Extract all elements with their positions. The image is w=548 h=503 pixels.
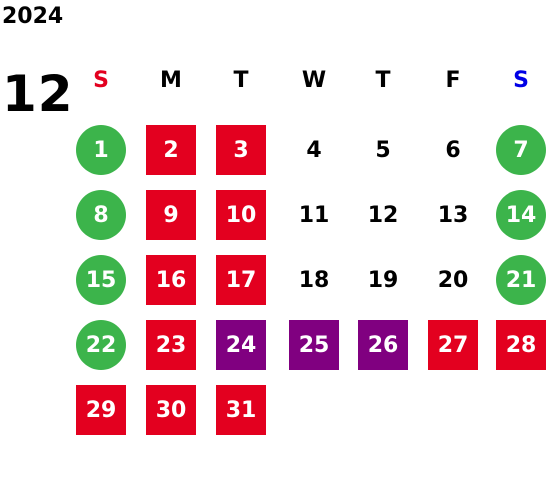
day-cell: 7 [496, 125, 546, 175]
weekday-header: T [233, 68, 249, 93]
day-cell: 12 [367, 202, 399, 228]
weekday-header: F [445, 68, 461, 93]
month-label: 12 [2, 65, 74, 123]
day-cell: 6 [445, 137, 461, 163]
weekday-header: S [513, 68, 529, 93]
day-cell: 3 [216, 125, 266, 175]
day-cell: 14 [496, 190, 546, 240]
day-cell: 10 [216, 190, 266, 240]
day-cell: 23 [146, 320, 196, 370]
day-cell: 24 [216, 320, 266, 370]
day-cell: 30 [146, 385, 196, 435]
day-cell: 16 [146, 255, 196, 305]
day-cell: 28 [496, 320, 546, 370]
day-cell: 15 [76, 255, 126, 305]
day-cell: 21 [496, 255, 546, 305]
day-cell: 2 [146, 125, 196, 175]
day-cell: 17 [216, 255, 266, 305]
day-cell: 18 [298, 267, 330, 293]
day-cell: 22 [76, 320, 126, 370]
day-cell: 19 [367, 267, 399, 293]
year-label: 2024 [2, 4, 64, 29]
day-cell: 29 [76, 385, 126, 435]
day-cell: 1 [76, 125, 126, 175]
day-cell: 27 [428, 320, 478, 370]
day-cell: 31 [216, 385, 266, 435]
day-cell: 13 [437, 202, 469, 228]
day-cell: 5 [375, 137, 391, 163]
weekday-header: M [160, 68, 182, 93]
weekday-header: W [301, 68, 327, 93]
day-cell: 9 [146, 190, 196, 240]
day-cell: 4 [306, 137, 322, 163]
weekday-header: S [93, 68, 109, 93]
weekday-header: T [375, 68, 391, 93]
day-cell: 8 [76, 190, 126, 240]
day-cell: 25 [289, 320, 339, 370]
day-cell: 20 [437, 267, 469, 293]
day-cell: 11 [298, 202, 330, 228]
day-cell: 26 [358, 320, 408, 370]
